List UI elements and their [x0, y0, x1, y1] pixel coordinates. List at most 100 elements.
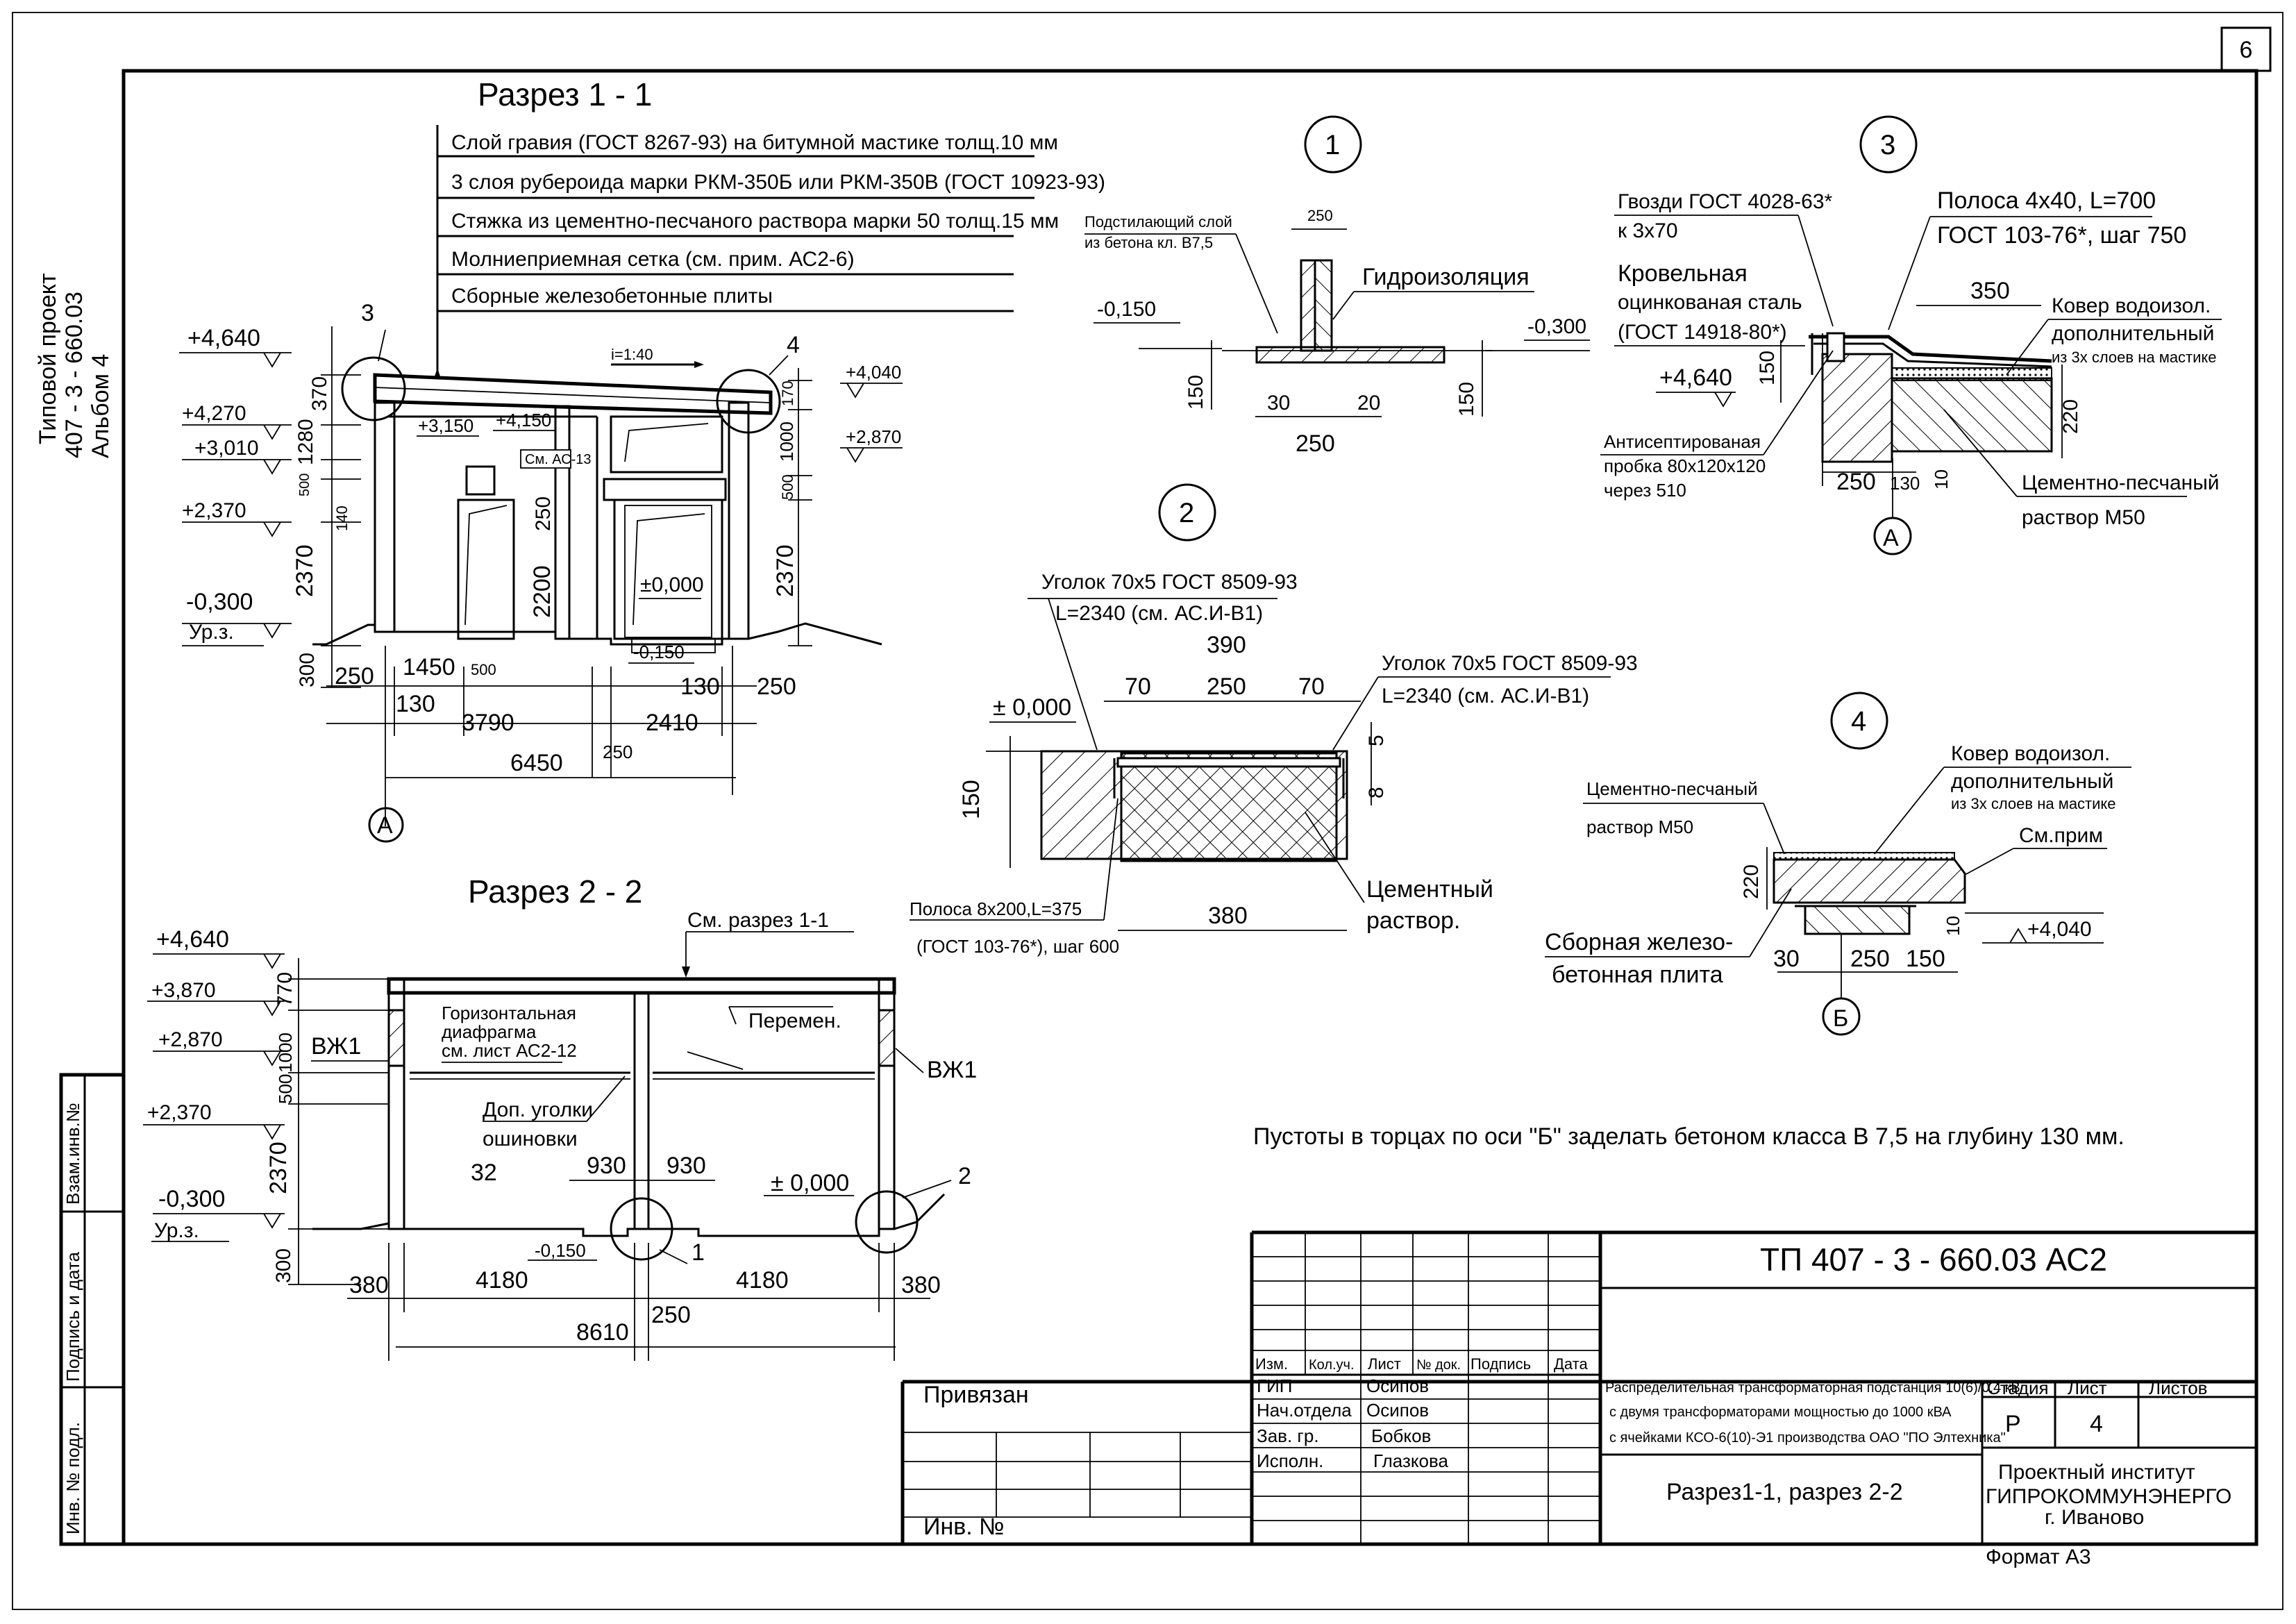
strip-vzam: Взам.инв.№	[62, 1103, 83, 1205]
level-minus300: -0,300	[186, 589, 253, 615]
layer-3: Стяжка из цементно-песчаного раствора ма…	[451, 210, 1059, 233]
sheet-note: Пустоты в торцах по оси "Б" заделать бет…	[1253, 1123, 2125, 1150]
node3-cement-line2: раствор М50	[2022, 506, 2145, 529]
node4-dim-150: 150	[1906, 946, 1945, 972]
dim-170: 170	[779, 380, 796, 406]
level-4640-s2: +4,640	[156, 926, 229, 953]
page-number: 6	[2240, 37, 2253, 63]
level-3150: +3,150	[418, 415, 474, 436]
slope: i=1:40	[611, 346, 653, 363]
node1-dim-20: 20	[1357, 392, 1380, 415]
list-value: 4	[2090, 1411, 2103, 1437]
node1-dim-150-right: 150	[1455, 382, 1478, 417]
dim-370: 370	[308, 376, 331, 411]
node3-axis-a: А	[1883, 525, 1899, 551]
vzh1-right: ВЖ1	[927, 1057, 977, 1083]
ground-level: Ур.з.	[189, 621, 234, 644]
section-1-1: Разрез 1 - 1 Слой гравия (ГОСТ 8267-93) …	[179, 76, 1105, 843]
stage-header: Стадия	[1987, 1378, 2049, 1398]
org-line1: Проектный институт	[1998, 1461, 2195, 1484]
hdr-podpis: Подпись	[1470, 1355, 1531, 1373]
node1-dim-30: 30	[1267, 392, 1290, 415]
node2-angle-left-line2: L=2340 (см. АС.И-В1)	[1055, 602, 1263, 625]
desc-line3: с ячейками КСО-6(10)-Э1 производства ОАО…	[1609, 1430, 2006, 1446]
callout-1: 1	[692, 1239, 705, 1266]
node3-carpet-line3: из 3х слоев на мастике	[2052, 349, 2217, 366]
levels-2-2: +4,640 +3,870 +2,870 +2,370 -0,300 Ур.з.	[143, 926, 389, 1285]
node4-dim-30: 30	[1773, 946, 1800, 972]
dim-1000-s2: 1000	[275, 1032, 296, 1073]
node3-dim-250: 250	[1836, 469, 1876, 495]
node1-level-minus150: -0,150	[1097, 298, 1156, 321]
dim-1280: 1280	[294, 419, 317, 465]
dim-8610: 8610	[576, 1319, 629, 1346]
see-sheet-as13: См. АС-13	[525, 452, 592, 467]
node3-dim-10: 10	[1931, 469, 1952, 489]
node2-angle-right-line2: L=2340 (см. АС.И-В1)	[1382, 685, 1589, 708]
section-2-2: Разрез 2 - 2 См. разрез 1-1 +4,640 +3,87…	[143, 873, 977, 1361]
node-3-number: 3	[1880, 130, 1895, 160]
node2-angle-right-line1: Уголок 70х5 ГОСТ 8509-93	[1382, 652, 1638, 675]
hdr-kol-uch: Кол.уч.	[1309, 1357, 1355, 1373]
dop-ugolki-line2: ошиновки	[483, 1128, 578, 1150]
levels-right: +4,040 +2,870 170 1000 500 2370	[772, 362, 903, 646]
callout-4: 4	[787, 332, 800, 358]
strip-podpis: Подпись и дата	[62, 1251, 83, 1382]
node4-slab-line1: Сборная железо-	[1545, 929, 1733, 955]
node3-dim-150: 150	[1756, 351, 1779, 385]
levels-left: +4,640 +4,270 +3,010 +2,370 -0,300 Ур.з.	[179, 325, 361, 688]
diaphragm-line3: см. лист АС2-12	[442, 1040, 577, 1061]
dim-500: 500	[297, 474, 312, 496]
dim-250-b: 250	[757, 673, 796, 700]
node4-carpet-line3: из 3х слоев на мастике	[1951, 795, 2116, 812]
node3-carpet-line1: Ковер водоизол.	[2052, 294, 2211, 317]
dims-bottom-1-1: 250 1450 500 130 3790 2410 130 250 6450 …	[326, 646, 796, 843]
level-minus300-s2: -0,300	[158, 1186, 225, 1212]
node2-strip-line1: Полоса 8х200,L=375	[910, 898, 1082, 919]
org-line2: ГИПРОКОММУНЭНЕРГО	[1986, 1485, 2231, 1508]
role-nach-otdela: Нач.отдела	[1257, 1400, 1352, 1421]
dim-2200: 2200	[529, 565, 555, 618]
dim-32: 32	[471, 1160, 497, 1186]
node4-dim-220: 220	[1740, 864, 1763, 899]
level-3010: +3,010	[194, 437, 259, 460]
side-stamp: Типовой проект 407 - 3 - 660.03 Альбом 4	[35, 273, 114, 458]
list-header: Лист	[2068, 1378, 2107, 1398]
dim-140: 140	[333, 505, 351, 531]
node3-dim-130: 130	[1890, 473, 1920, 494]
level-2870-s2: +2,870	[158, 1028, 223, 1051]
level-2870: +2,870	[846, 426, 901, 447]
node-2: 2 Уголок 70х5 ГОСТ 8509-93 L=2340 (см. А…	[910, 483, 1638, 957]
stage-value: Р	[2005, 1411, 2021, 1437]
node3-carpet-line2: дополнительный	[2052, 322, 2214, 345]
side-stamp-line3: Альбом 4	[87, 354, 114, 458]
section-1-1-title: Разрез 1 - 1	[478, 76, 652, 112]
hdr-list: Лист	[1368, 1355, 1401, 1373]
node2-dim-250: 250	[1207, 673, 1246, 700]
node2-cement-line2: раствор.	[1366, 907, 1460, 934]
left-strip: Инв. № подл. Подпись и дата Взам.инв.№	[59, 1073, 126, 1546]
dim-2370-right: 2370	[772, 544, 798, 597]
layer-2: 3 слоя рубероида марки РКМ-350Б или РКМ-…	[451, 171, 1105, 194]
dim-380: 380	[349, 1272, 389, 1298]
node4-see-note: См.прим	[2019, 824, 2103, 847]
peremen-label: Перемен.	[748, 1010, 841, 1032]
node3-dim-220: 220	[2059, 399, 2082, 434]
layer-list: Слой гравия (ГОСТ 8267-93) на битумной м…	[434, 125, 1105, 378]
level-minus150-s2: -0,150	[535, 1240, 586, 1261]
strip-inv-podl: Инв. № подл.	[62, 1422, 83, 1534]
node3-roofing-line1: Кровельная	[1618, 260, 1748, 287]
level-4640: +4,640	[187, 325, 260, 351]
see-sheet-tag: См. АС-13	[520, 449, 592, 469]
level-minus150: -0,150	[633, 642, 685, 662]
dim-130: 130	[396, 691, 435, 717]
role-zav-gr: Зав. гр.	[1257, 1425, 1319, 1446]
page-number-box: 6	[2220, 26, 2272, 72]
vzh1-left: ВЖ1	[311, 1033, 361, 1060]
level-4040: +4,040	[846, 362, 901, 383]
dim-300-s2: 300	[272, 1248, 295, 1283]
node3-level-4640: +4,640	[1659, 365, 1732, 391]
dim-130-b: 130	[680, 673, 720, 700]
diaphragm-line1: Горизонтальная	[442, 1003, 576, 1023]
dim-2370-s2: 2370	[265, 1141, 292, 1194]
